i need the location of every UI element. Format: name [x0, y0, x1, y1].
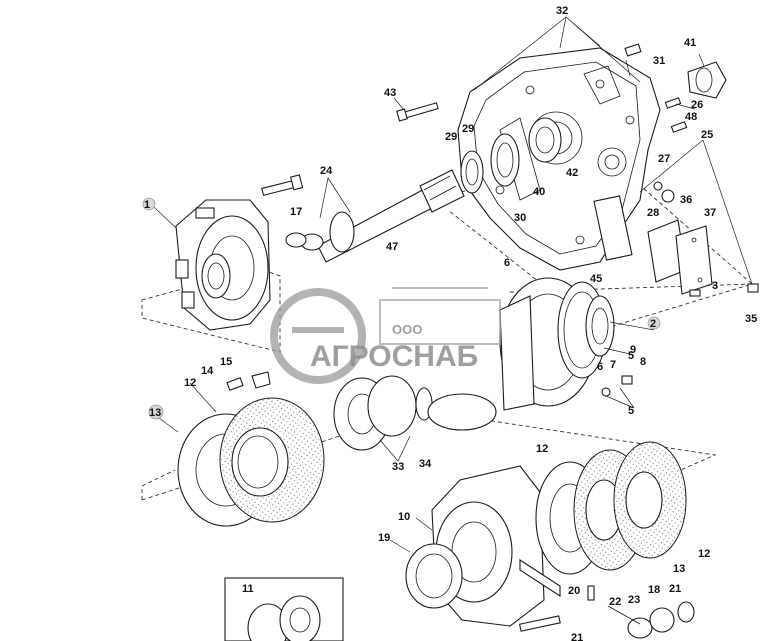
callout-21a: 21 [669, 583, 681, 595]
callout-13b: 13 [673, 563, 685, 575]
callout-22: 22 [609, 596, 621, 608]
callout-21b: 21 [571, 632, 583, 641]
callout-18: 18 [648, 584, 660, 596]
bolt-43 [396, 102, 439, 122]
callout-10: 10 [398, 511, 410, 523]
leader-lines [151, 16, 753, 553]
callout-30: 30 [514, 212, 526, 224]
watermark-brand: АГРОСНАБ [310, 340, 478, 373]
callout-marker-13a [148, 404, 164, 420]
callout-35: 35 [745, 313, 757, 325]
callout-41: 41 [684, 37, 696, 49]
inset-box-11 [224, 577, 344, 641]
watermark-logo [270, 287, 501, 384]
callout-48: 48 [685, 111, 697, 123]
callout-layer: 1 2 3 5 5 6 6 7 8 9 10 11 12 12 12 13 13… [142, 5, 757, 641]
callout-12c: 12 [698, 548, 710, 560]
cover-plates [647, 219, 759, 297]
callout-13a: 13 [149, 407, 161, 419]
hardware-bottom-right [518, 585, 695, 639]
input-shaft [285, 169, 465, 263]
callout-20: 20 [568, 585, 580, 597]
clutch-carrier [405, 465, 561, 627]
callout-47: 47 [386, 241, 398, 253]
clutch-housing [175, 199, 271, 331]
callout-11: 11 [242, 583, 254, 595]
callout-14: 14 [201, 365, 214, 377]
callout-34: 34 [419, 458, 432, 470]
gear-33 [333, 375, 497, 451]
callout-15: 15 [220, 356, 232, 368]
callout-6a: 6 [504, 257, 510, 269]
friction-discs-left [177, 397, 325, 527]
callout-5b: 5 [628, 405, 634, 417]
callout-3: 3 [712, 280, 718, 292]
friction-discs-right [535, 441, 687, 575]
bearing-rings [460, 117, 562, 194]
callout-27: 27 [658, 153, 670, 165]
callout-7: 7 [610, 359, 616, 371]
bolt-17 [261, 174, 304, 196]
callout-12b: 12 [536, 443, 548, 455]
callout-40: 40 [533, 186, 545, 198]
callout-31: 31 [653, 55, 665, 67]
callout-marker-1 [142, 197, 156, 211]
callout-19: 19 [378, 532, 390, 544]
callout-marker-2 [647, 316, 661, 330]
callout-9: 9 [630, 344, 636, 356]
callout-6b: 6 [597, 361, 603, 373]
callout-25: 25 [701, 129, 713, 141]
transmission-housing [457, 47, 661, 271]
callout-36: 36 [680, 194, 692, 206]
callout-12a: 12 [184, 377, 196, 389]
callout-2: 2 [650, 318, 656, 330]
spring-14 [226, 371, 271, 391]
callout-17: 17 [290, 206, 302, 218]
callout-29a: 29 [445, 131, 457, 143]
callout-26: 26 [691, 99, 703, 111]
callout-23: 23 [628, 594, 640, 606]
callout-5a: 5 [628, 350, 634, 362]
callout-1: 1 [144, 199, 150, 211]
callout-45: 45 [590, 273, 602, 285]
hardware-top-right [624, 43, 727, 203]
callout-29b: 29 [462, 123, 474, 135]
callout-24: 24 [320, 165, 333, 177]
callout-43: 43 [384, 87, 396, 99]
callout-42: 42 [566, 167, 578, 179]
piston-assembly [499, 277, 633, 411]
callout-8: 8 [640, 356, 646, 368]
callout-32: 32 [556, 5, 568, 17]
callout-37: 37 [704, 207, 716, 219]
callout-33: 33 [392, 461, 404, 473]
watermark-company: ООО [392, 322, 422, 337]
callout-28: 28 [647, 207, 659, 219]
